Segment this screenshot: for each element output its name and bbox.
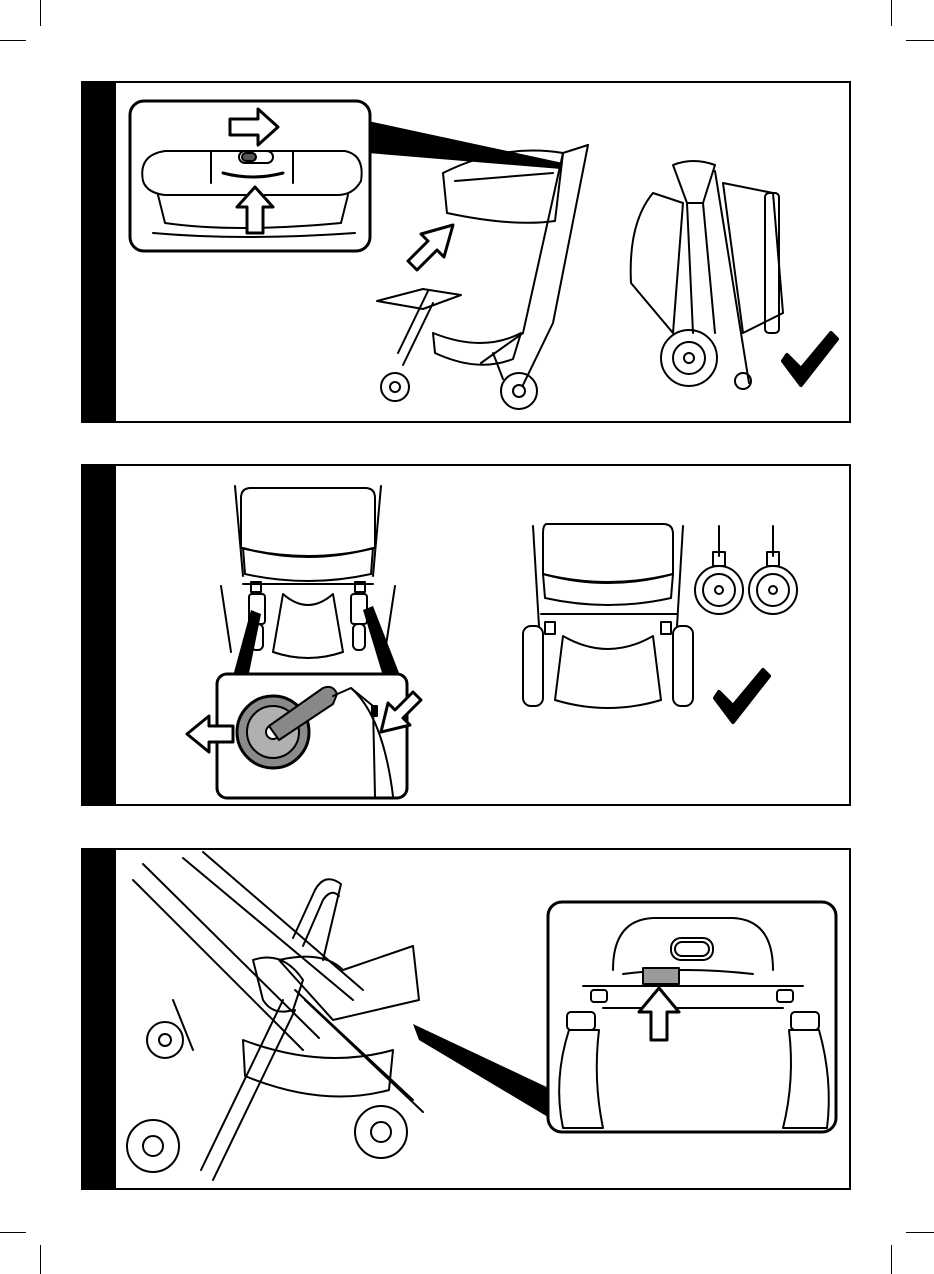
crop-mark-bottom-left-h	[0, 1232, 26, 1233]
instruction-step-2	[81, 464, 851, 806]
instruction-step-3	[81, 848, 851, 1190]
label-area	[643, 968, 679, 984]
crop-mark-top-left-v	[40, 0, 41, 26]
arrow-down-left-icon	[408, 225, 453, 270]
stroller-front-view-wheels-removed	[523, 524, 693, 708]
detached-wheels	[695, 526, 797, 614]
callout-pointer	[233, 610, 261, 678]
callout-pointer	[413, 1024, 553, 1120]
check-mark-icon	[783, 333, 837, 385]
fold-stroller-illustration	[83, 83, 851, 423]
instruction-step-1	[81, 81, 851, 423]
crop-mark-bottom-left-v	[40, 1245, 41, 1274]
open-stroller-drawing	[377, 145, 588, 409]
crop-mark-bottom-right-h	[906, 1232, 934, 1233]
stroller-side-close-up	[127, 852, 423, 1180]
crop-mark-top-right-v	[891, 0, 892, 26]
crop-mark-top-left-h	[0, 40, 26, 41]
underseat-basket-illustration	[83, 850, 851, 1190]
handle-release-inset	[130, 101, 370, 251]
check-mark-icon	[715, 670, 769, 722]
crop-mark-bottom-right-v	[891, 1245, 892, 1274]
crop-mark-top-right-h	[906, 40, 934, 41]
wheel-release-inset	[217, 674, 407, 798]
callout-pointer	[368, 121, 563, 169]
folded-stroller-drawing	[631, 161, 783, 389]
callout-pointer	[363, 606, 401, 678]
remove-front-wheels-illustration	[83, 466, 851, 806]
underseat-label-inset	[548, 902, 836, 1132]
